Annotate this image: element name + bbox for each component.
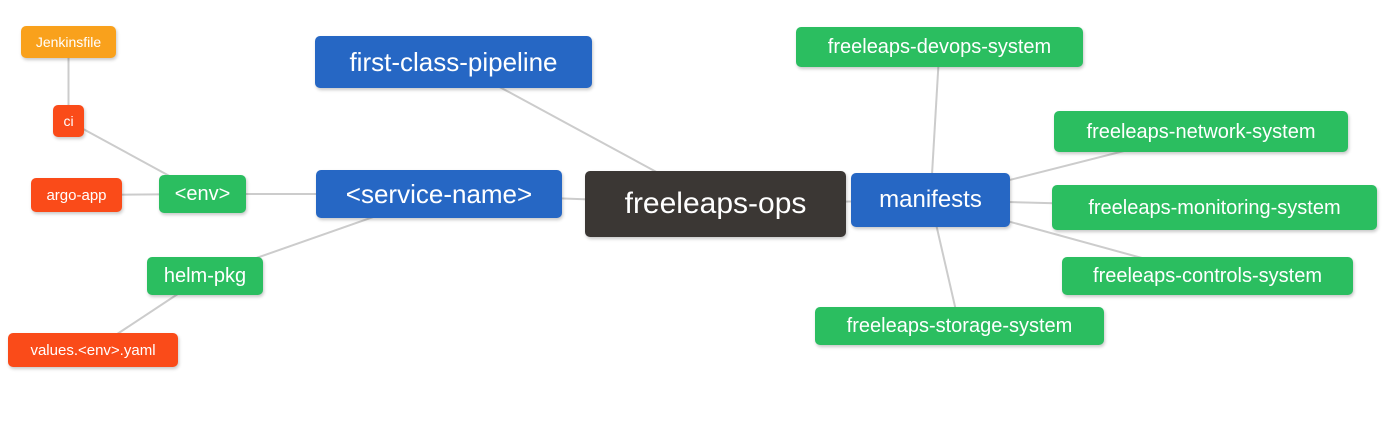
node-service-name[interactable]: <service-name> <box>316 170 562 218</box>
node-argo-app[interactable]: argo-app <box>31 178 122 212</box>
node-freeleaps-ops-root[interactable]: freeleaps-ops <box>585 171 846 237</box>
node-first-class-pipeline[interactable]: first-class-pipeline <box>315 36 592 88</box>
node-freeleaps-monitoring-system[interactable]: freeleaps-monitoring-system <box>1052 185 1377 230</box>
node-freeleaps-storage-system[interactable]: freeleaps-storage-system <box>815 307 1104 345</box>
node-ci[interactable]: ci <box>53 105 84 137</box>
node-freeleaps-network-system[interactable]: freeleaps-network-system <box>1054 111 1348 152</box>
node-manifests[interactable]: manifests <box>851 173 1010 227</box>
node-jenkinsfile[interactable]: Jenkinsfile <box>21 26 116 58</box>
node-helm-pkg[interactable]: helm-pkg <box>147 257 263 295</box>
node-values-env-yaml[interactable]: values.<env>.yaml <box>8 333 178 367</box>
node-freeleaps-controls-system[interactable]: freeleaps-controls-system <box>1062 257 1353 295</box>
node-freeleaps-devops-system[interactable]: freeleaps-devops-system <box>796 27 1083 67</box>
node-env[interactable]: <env> <box>159 175 246 213</box>
